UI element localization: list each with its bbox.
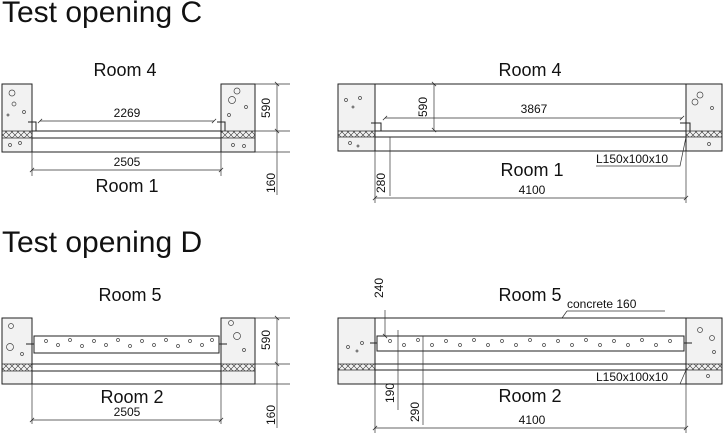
insulation-right <box>220 130 256 139</box>
dimension-height-label: 590 <box>416 97 430 117</box>
steel-angle <box>371 122 691 131</box>
opening-d-left-detail: Room 5 Room 2 2 <box>1 285 290 428</box>
test-opening-d-title: Test opening D <box>2 226 203 259</box>
wall-right <box>220 83 256 153</box>
insulation-right <box>220 363 256 372</box>
dimension-190-label: 190 <box>383 383 397 403</box>
wall-left <box>1 317 33 385</box>
dimension-290-label: 290 <box>408 402 422 422</box>
room-label-top: Room 4 <box>498 60 561 80</box>
concrete-label: concrete 160 <box>567 297 637 311</box>
dimension-top-label: 240 <box>372 278 386 298</box>
wall-left <box>1 83 33 153</box>
concrete-aggregate <box>6 320 246 356</box>
dimension-inner-label: 2269 <box>114 106 141 120</box>
wall-left <box>337 83 376 152</box>
room-label-top: Room 5 <box>98 285 161 305</box>
opening-d-right-detail: Room 5 concrete 160 <box>337 278 723 433</box>
dimension-height-label: 590 <box>259 330 273 350</box>
concrete-aggregate <box>346 327 716 378</box>
insulation-left <box>337 130 376 138</box>
angle-label: L150x100x10 <box>596 370 668 384</box>
wall-right <box>685 83 723 152</box>
insulation-right <box>685 130 723 138</box>
dimension-inner-label: 3867 <box>521 102 548 116</box>
concrete-panel-aggregate <box>44 338 214 348</box>
insulation-left <box>1 130 33 139</box>
angle-label: L150x100x10 <box>596 152 668 166</box>
wall-right <box>220 317 256 385</box>
concrete-aggregate <box>344 91 714 148</box>
room-label-top: Room 5 <box>498 285 561 305</box>
wall-right <box>685 317 723 385</box>
dimension-outer-label: 4100 <box>519 413 546 427</box>
room-label-bottom: Room 1 <box>500 160 563 180</box>
insulation-left <box>337 363 376 371</box>
slab-outline <box>337 83 723 152</box>
steel-angle <box>28 121 226 131</box>
dimension-outer-label: 2505 <box>114 405 141 419</box>
opening-c-right-detail: Room 4 3867 590 L150x100x10 Room 1 <box>337 60 723 203</box>
dimension-outer-label: 4100 <box>519 183 546 197</box>
insulation-right <box>685 363 723 371</box>
wall-left <box>337 317 376 385</box>
concrete-aggregate <box>6 87 248 148</box>
concrete-panel-aggregate <box>388 338 672 347</box>
room-label-top: Room 4 <box>93 60 156 80</box>
room-label-bottom: Room 2 <box>498 386 561 406</box>
dimension-edge-label: 280 <box>374 173 388 193</box>
concrete-panel <box>33 335 220 354</box>
insulation-left <box>1 363 33 372</box>
test-opening-c-title: Test opening C <box>2 0 203 29</box>
dimension-slab-label: 160 <box>264 173 278 193</box>
dimension-height-label: 590 <box>259 98 273 118</box>
dimension-slab-label: 160 <box>264 405 278 425</box>
room-label-bottom: Room 1 <box>95 176 158 196</box>
room-label-bottom: Room 2 <box>100 387 163 407</box>
dimension-outer-label: 2505 <box>114 155 141 169</box>
opening-c-left-detail: Room 4 2269 <box>1 60 290 196</box>
